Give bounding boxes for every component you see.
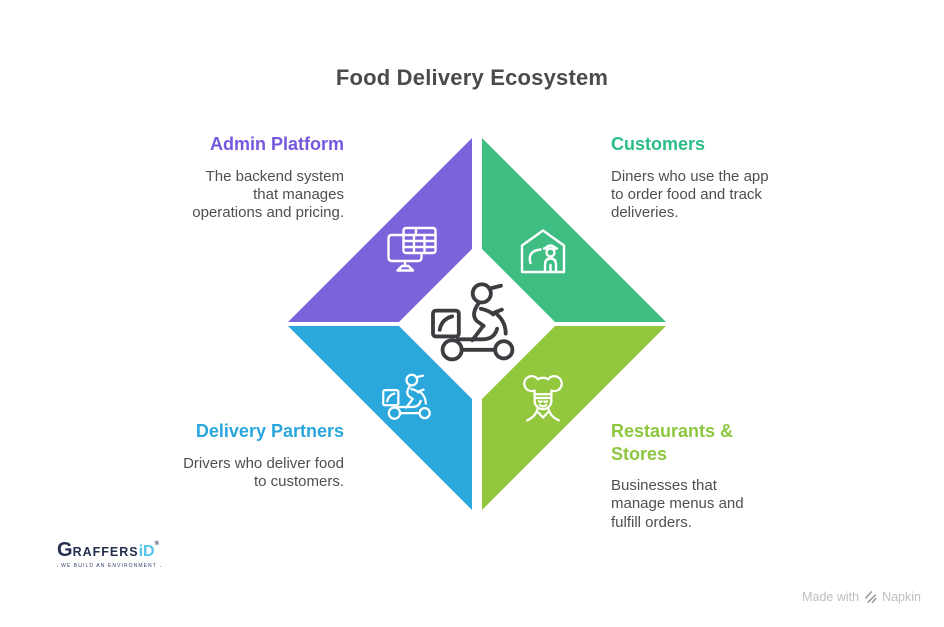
logo-raffers: RAFFERS (72, 545, 139, 559)
delivery-partners-description: Drivers who deliver food to customers. (183, 454, 344, 490)
admin-dashboard-icon (383, 221, 439, 277)
napkin-credit[interactable]: Made with Napkin (802, 590, 921, 604)
customers-heading: Customers (611, 134, 706, 154)
credit-brand: Napkin (882, 590, 921, 604)
page-title: Food Delivery Ecosystem (335, 64, 609, 90)
credit-prefix: Made with (802, 590, 860, 604)
customers-block: Customers Diners who use the app to orde… (611, 133, 775, 222)
logo-id: iD (138, 543, 155, 560)
home-delivery-icon (515, 223, 571, 279)
admin-platform-block: Admin Platform The backend system that m… (182, 133, 344, 222)
logo-letter-g: G (57, 539, 73, 561)
registered-mark: ® (154, 541, 160, 547)
chef-icon (515, 370, 571, 426)
delivery-scooter-icon (381, 370, 437, 426)
admin-platform-description: The backend system that manages operatio… (192, 167, 344, 222)
restaurants-stores-description: Businesses that manage menus and fulfill… (611, 477, 744, 531)
customers-description: Diners who use the app to order food and… (611, 167, 769, 222)
center-delivery-scooter-icon (429, 280, 525, 368)
logo-tagline-text: WE BUILD AN ENVIRONMENT (61, 563, 157, 569)
restaurants-stores-block: Restaurants & Stores Businesses that man… (611, 420, 757, 532)
logo-tagline: WE BUILD AN ENVIRONMENT (57, 563, 161, 569)
ecosystem-diamond (286, 133, 668, 515)
admin-platform-heading: Admin Platform (209, 134, 344, 154)
restaurants-stores-heading: Restaurants & Stores (611, 421, 734, 464)
napkin-logo-icon (865, 591, 877, 604)
delivery-partners-heading: Delivery Partners (195, 421, 344, 441)
delivery-partners-block: Delivery Partners Drivers who deliver fo… (176, 420, 344, 491)
